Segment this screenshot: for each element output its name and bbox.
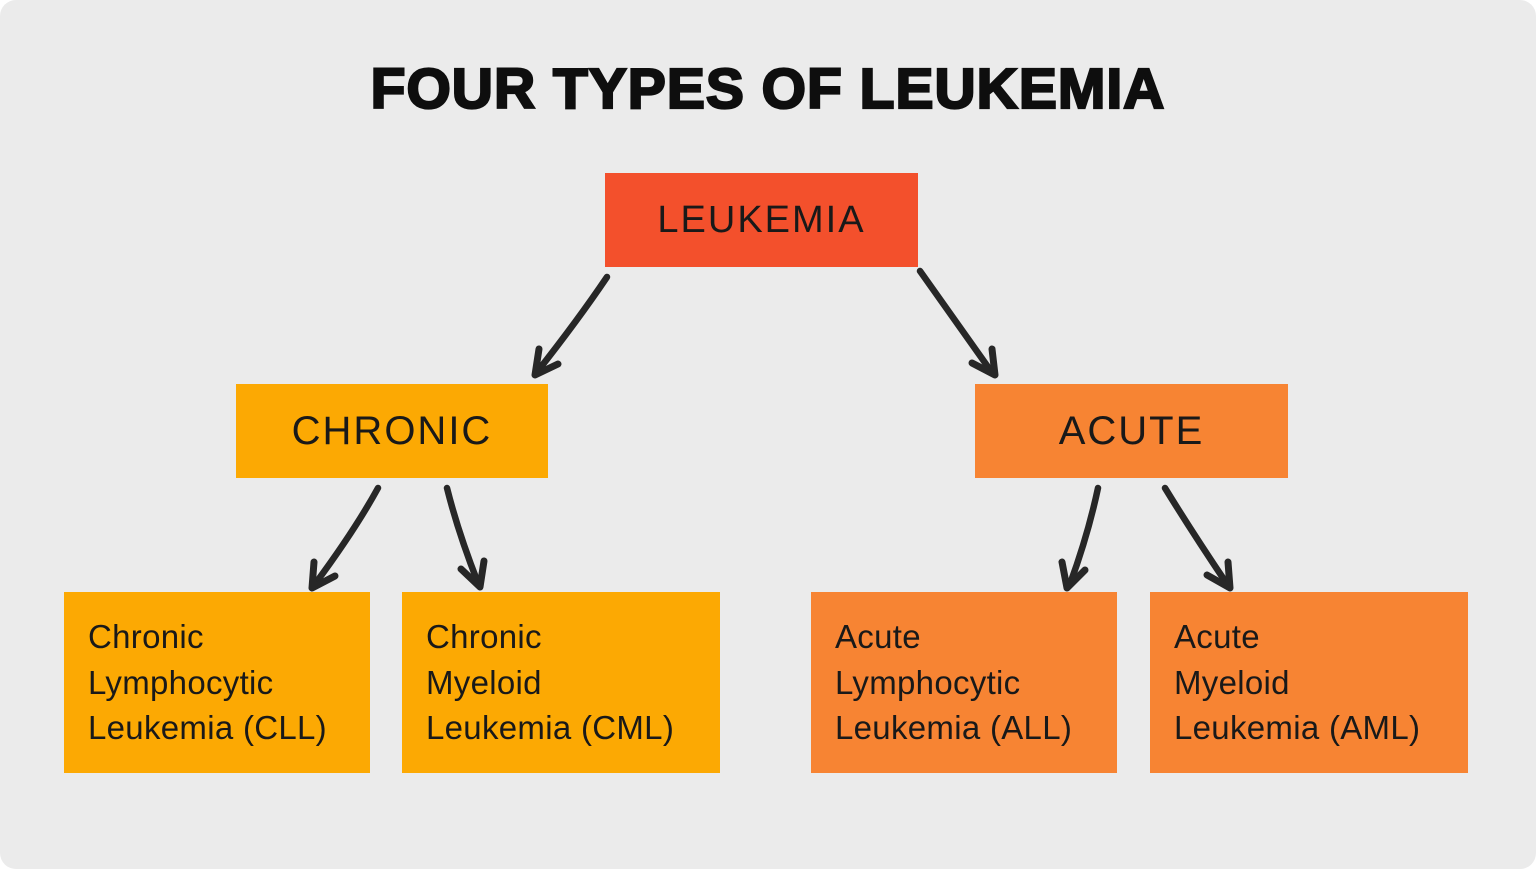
node-acute-label: ACUTE <box>1058 408 1205 453</box>
node-chronic-label: CHRONIC <box>291 408 493 453</box>
node-chronic-myeloid-leukemia: Chronic Myeloid Leukemia (CML) <box>402 592 720 773</box>
arrow-chronic-to-cml-icon <box>443 484 488 591</box>
arrow-acute-to-aml-icon <box>1161 484 1234 592</box>
page-title: FOUR TYPES OF LEUKEMIA <box>369 56 1166 122</box>
node-leukemia: LEUKEMIA <box>605 173 918 267</box>
arrow-chronic-to-cll-icon <box>308 484 382 592</box>
node-leukemia-label: LEUKEMIA <box>657 198 866 241</box>
node-acute-lymphocytic-leukemia: Acute Lymphocytic Leukemia (ALL) <box>811 592 1117 773</box>
node-acute-myeloid-leukemia: Acute Myeloid Leukemia (AML) <box>1150 592 1468 773</box>
node-acute: ACUTE <box>975 384 1288 478</box>
node-cll-label: Chronic Lymphocytic Leukemia (CLL) <box>88 618 327 747</box>
node-all-label: Acute Lymphocytic Leukemia (ALL) <box>835 618 1073 747</box>
arrow-acute-to-all-icon <box>1058 484 1102 592</box>
arrow-leukemia-to-chronic-icon <box>531 273 611 379</box>
node-aml-label: Acute Myeloid Leukemia (AML) <box>1174 618 1421 747</box>
arrow-leukemia-to-acute-icon <box>916 267 999 379</box>
node-chronic-lymphocytic-leukemia: Chronic Lymphocytic Leukemia (CLL) <box>64 592 370 773</box>
node-cml-label: Chronic Myeloid Leukemia (CML) <box>426 618 675 747</box>
node-chronic: CHRONIC <box>236 384 548 478</box>
